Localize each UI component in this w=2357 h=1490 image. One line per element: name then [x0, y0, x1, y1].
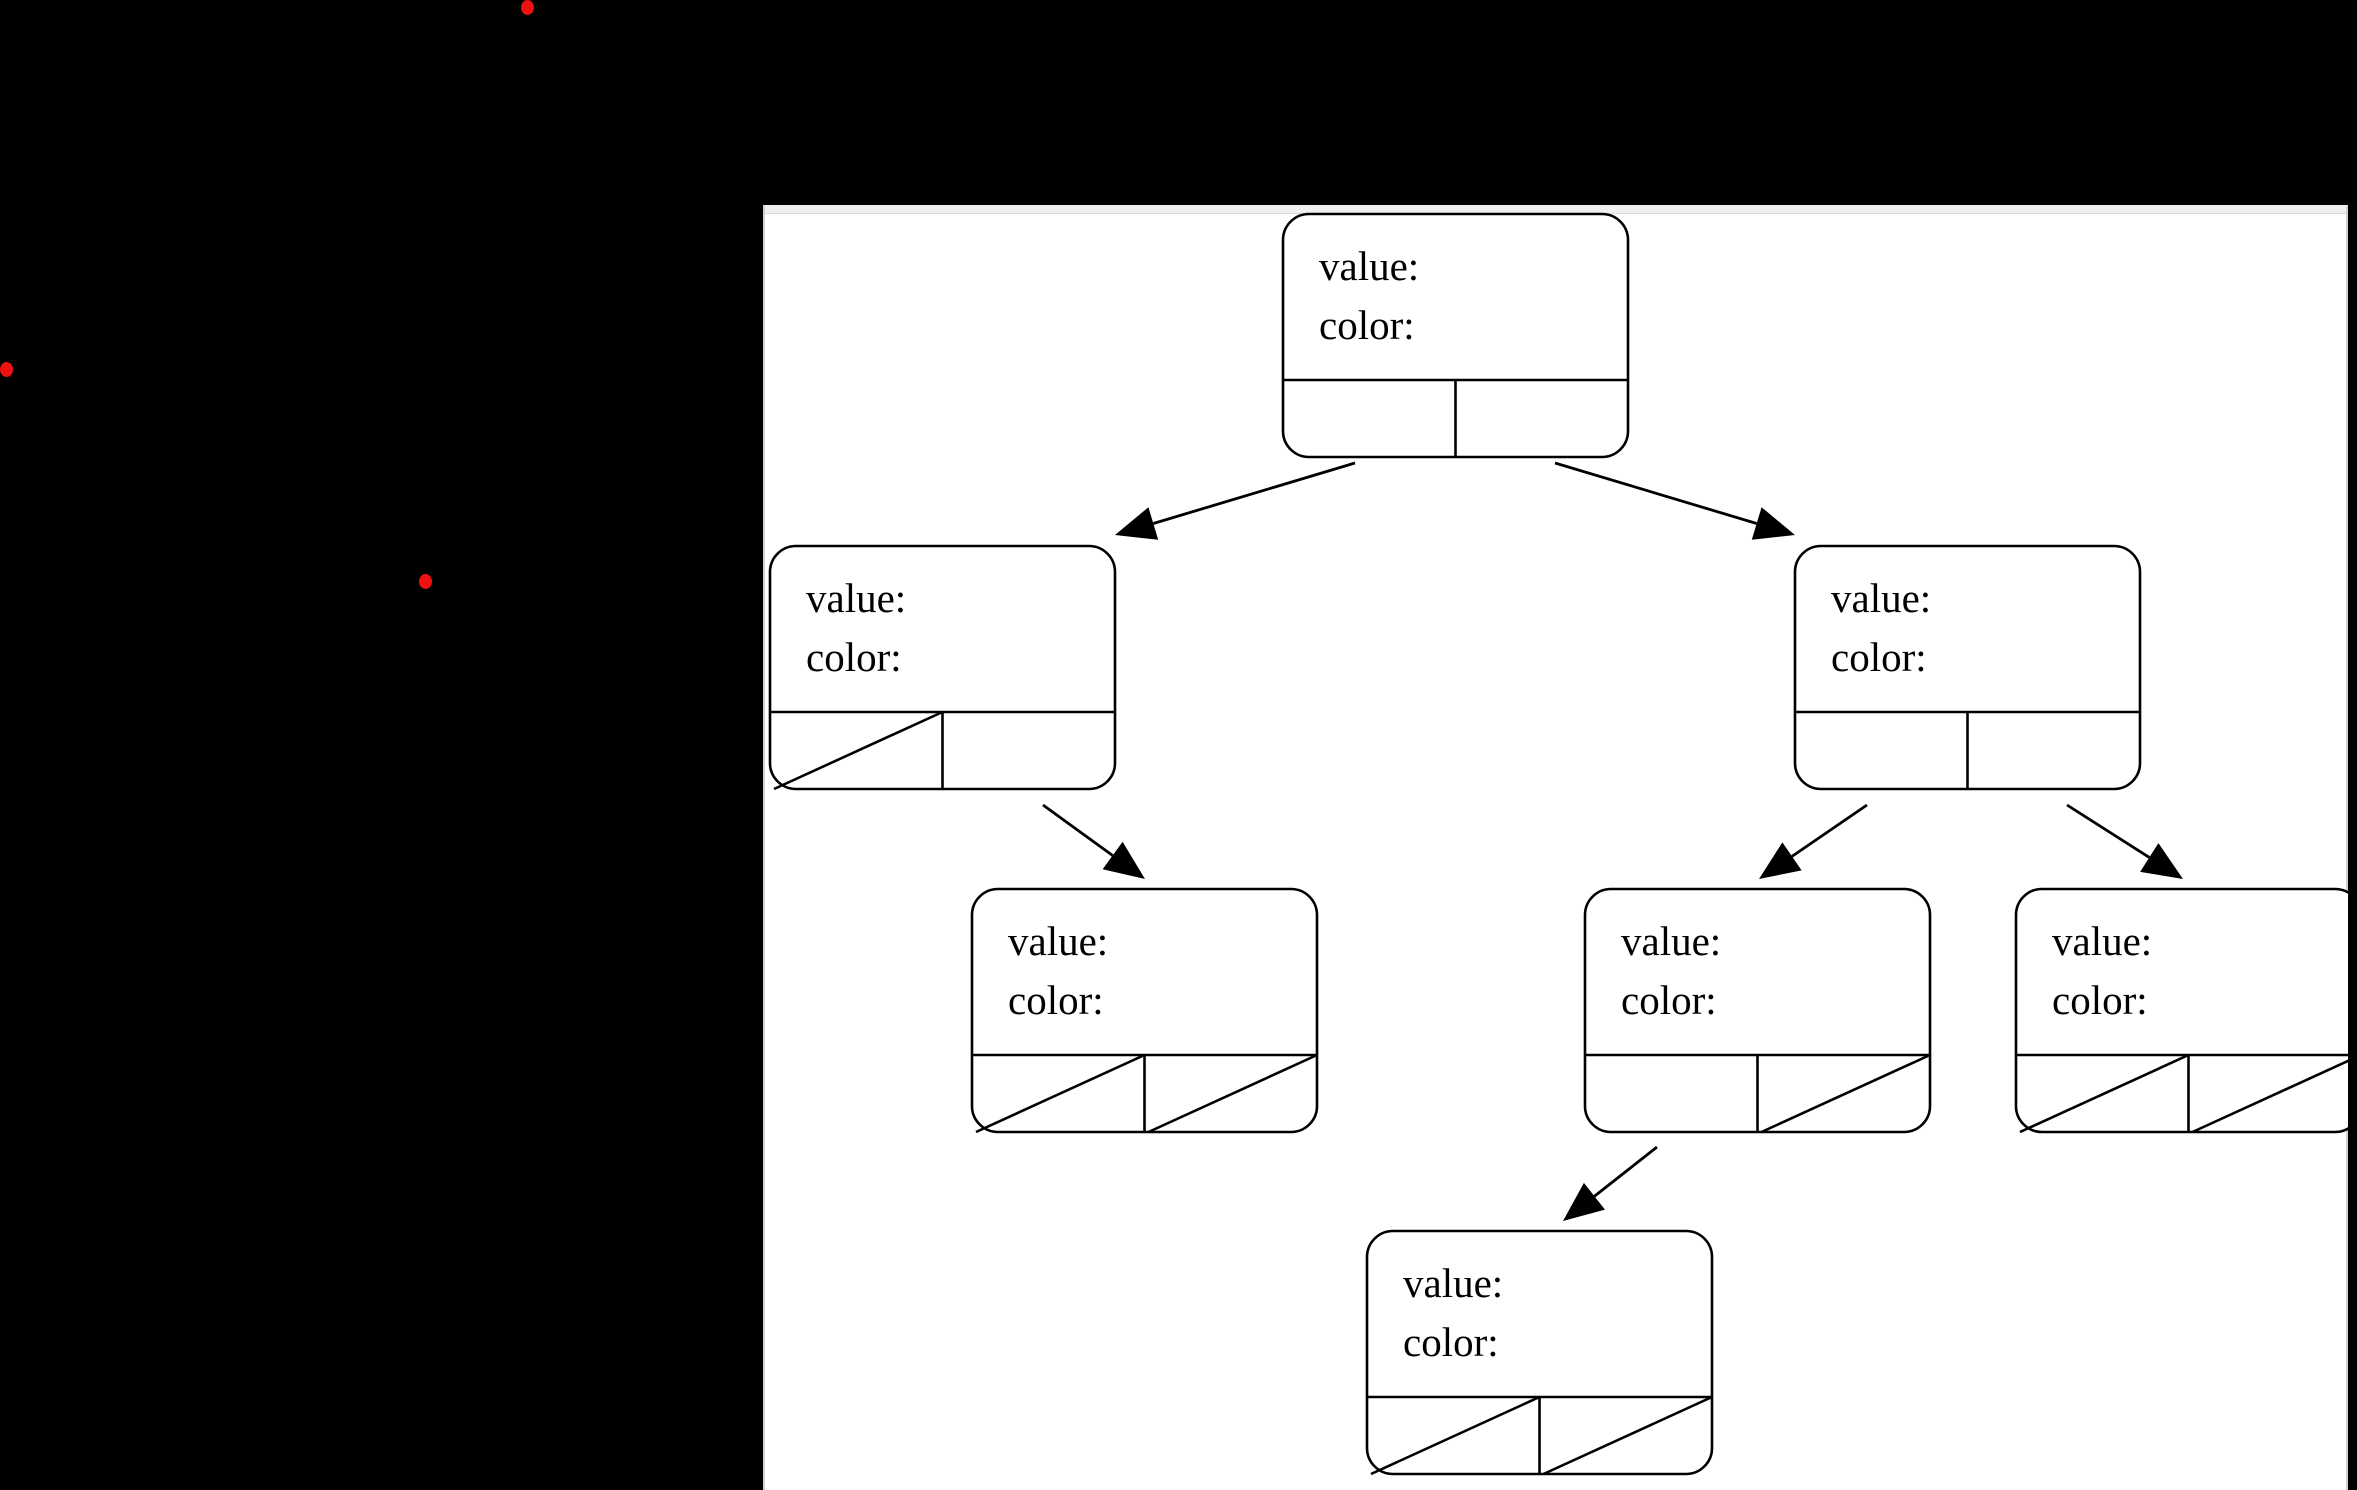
tree-node-left-right-leaf-color-label: color:: [1008, 977, 1104, 1023]
binary-tree-diagram: value:color:value:color:value:color:valu…: [768, 212, 2348, 1476]
tree-node-root-value-label: value:: [1319, 243, 1419, 289]
tree-node-right-right-leaf-right-null-slash: [2191, 1059, 2348, 1134]
edge-left-to-leaf: [1042, 803, 1145, 879]
tree-node-root-color-label: color:: [1319, 302, 1415, 348]
edge-right-to-right-child-line: [2066, 803, 2151, 859]
tree-node-right-right-leaf-left-null-slash: [2019, 1053, 2190, 1134]
edge-root-to-right-arrowhead: [1751, 507, 1795, 540]
edge-root-to-left: [1115, 461, 1356, 540]
tree-node-right-child-color-label: color:: [1831, 634, 1927, 680]
cursor-marker-top: [521, 0, 534, 15]
edge-rl-to-deep-line: [1593, 1145, 1658, 1198]
tree-node-right-left-right-null-slash: [1760, 1053, 1931, 1134]
edge-rl-to-deep: [1563, 1145, 1658, 1221]
edge-right-to-left-child-arrowhead: [1759, 842, 1802, 879]
edge-root-to-right: [1554, 461, 1795, 540]
tree-node-left-right-leaf[interactable]: value: color:: [970, 887, 1319, 1134]
edge-root-to-right-line: [1554, 461, 1758, 525]
edge-rl-to-deep-arrowhead: [1563, 1182, 1605, 1221]
edge-left-to-leaf-line: [1042, 803, 1114, 857]
edge-right-to-left-child: [1759, 803, 1868, 879]
tree-node-right-right-leaf[interactable]: value: color:: [2014, 887, 2348, 1134]
cursor-marker-left: [0, 362, 13, 377]
edge-left-to-leaf-arrowhead: [1102, 841, 1145, 879]
tree-node-left-child-value-label: value:: [806, 575, 906, 621]
tree-node-right-child-value-label: value:: [1831, 575, 1931, 621]
tree-node-left-child-left-null-slash: [773, 710, 944, 791]
tree-node-right-left-color-label: color:: [1621, 977, 1717, 1023]
tree-node-deepest-leaf-right-null-slash: [1542, 1395, 1713, 1476]
tree-node-left-right-leaf-value-label: value:: [1008, 918, 1108, 964]
edge-right-to-right-child: [2066, 803, 2183, 879]
edge-right-to-right-child-arrowhead: [2140, 843, 2183, 879]
tree-node-right-left-value-label: value:: [1621, 918, 1721, 964]
tree-node-right-right-leaf-value-label: value:: [2052, 918, 2152, 964]
tree-node-left-right-leaf-right-null-slash: [1147, 1053, 1318, 1134]
tree-node-root[interactable]: value: color:: [1281, 212, 1630, 459]
tree-node-right-right-leaf-color-label: color:: [2052, 977, 2148, 1023]
tree-node-right-left[interactable]: value: color:: [1583, 887, 1932, 1134]
edge-root-to-left-arrowhead: [1115, 507, 1159, 540]
tree-node-left-child[interactable]: value: color:: [768, 544, 1117, 791]
cursor-marker-mid: [419, 574, 432, 589]
tree-node-deepest-leaf-color-label: color:: [1403, 1319, 1499, 1365]
edge-root-to-left-line: [1152, 461, 1356, 525]
tree-node-left-child-color-label: color:: [806, 634, 902, 680]
edge-right-to-left-child-line: [1791, 803, 1868, 858]
tree-node-right-child[interactable]: value: color:: [1793, 544, 2142, 791]
tree-node-deepest-leaf-value-label: value:: [1403, 1260, 1503, 1306]
tree-node-left-right-leaf-left-null-slash: [975, 1053, 1146, 1134]
tree-node-deepest-leaf-left-null-slash: [1370, 1395, 1541, 1476]
tree-node-deepest-leaf[interactable]: value: color:: [1365, 1229, 1714, 1476]
